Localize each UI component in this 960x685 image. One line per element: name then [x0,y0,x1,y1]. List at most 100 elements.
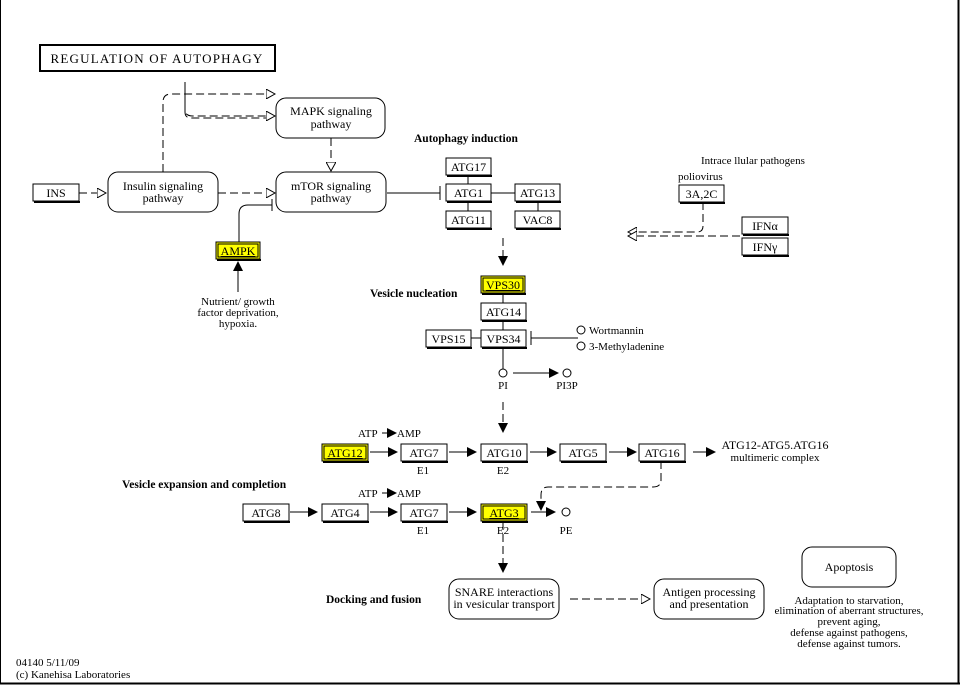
compound-wortmannin[interactable] [576,325,586,335]
gene-atg3[interactable]: ATG3 [480,503,528,523]
gene-label: IFNα [752,219,778,233]
mapk-label-1: MAPK signaling [290,104,372,118]
section-docking-fusion: Docking and fusion [326,594,422,606]
diagram-title: REGULATION OF AUTOPHAGY [39,44,276,72]
gene-label: ATG10 [486,446,521,460]
gene-label: ATG8 [251,506,280,520]
pathway-insulin[interactable]: Insulin signaling pathway [107,171,219,213]
antigen-label-2: and presentation [670,597,749,611]
gene-label: VPS34 [486,332,520,346]
edge-atg16-pe [536,461,662,511]
mtor-label-1: mTOR signaling [291,179,371,193]
pathway-antigen[interactable]: Antigen processing and presentation [653,578,765,620]
gene-label: ATG17 [451,160,486,174]
gene-box-inner-border [217,243,259,258]
gene-atg11[interactable]: ATG11 [445,210,492,230]
gene-label: 3A,2C [686,187,718,201]
label-pe: PE [560,525,573,537]
label-atp-1: ATP [358,428,378,440]
gene-atg4[interactable]: ATG4 [321,503,369,523]
section-autophagy-induction: Autophagy induction [414,133,518,145]
gene-label: IFNγ [753,240,778,254]
gene-label: AMPK [221,244,256,258]
outcome-line-5: defense against tumors. [797,638,901,650]
edge-insulin-mapk [162,94,275,172]
gene-atg17[interactable]: ATG17 [445,157,492,177]
gene-label: ATG1 [454,186,483,200]
label-atp-2: ATP [358,488,378,500]
label-nutrient-3: hypoxia. [219,318,257,330]
gene-a3a2c[interactable]: 3A,2C [678,184,725,204]
section-vesicle-nucleation: Vesicle nucleation [370,288,458,300]
compound-pe[interactable] [561,507,571,517]
pathway-mapk[interactable]: MAPK signaling pathway [275,97,386,139]
section-vesicle-expansion: Vesicle expansion and completion [122,479,287,491]
gene-ifna[interactable]: IFNα [741,216,789,236]
label-3-methyladenine: 3-Methyladenine [589,341,664,353]
gene-atg13[interactable]: ATG13 [514,183,561,203]
gene-ins[interactable]: INS [32,183,80,203]
gene-label: ATG12 [327,446,362,460]
gene-vac8[interactable]: VAC8 [514,210,561,230]
label-nutrient-2: factor deprivation, [197,307,278,319]
gene-atg16[interactable]: ATG16 [638,443,686,463]
gene-atg7a[interactable]: ATG7 [400,443,448,463]
gene-vps34[interactable]: VPS34 [480,329,527,349]
antigen-label-1: Antigen processing [663,585,756,599]
gene-atg1[interactable]: ATG1 [445,183,492,203]
compound-pi[interactable] [498,368,508,378]
label-amp-1: AMP [397,428,421,440]
edge-top-mapk [184,90,275,116]
gene-box-inner-border [482,505,526,520]
gene-box-inner-border [323,445,367,460]
gene-vps15[interactable]: VPS15 [425,329,472,349]
section-intracellular-pathogens: Intrace llular pathogens [701,155,805,167]
gene-label: ATG14 [486,305,521,319]
gene-label: ATG4 [330,506,359,520]
gene-label: ATG11 [451,213,486,227]
pathway-snare[interactable]: SNARE interactions in vesicular transpor… [448,578,560,620]
label-e1-a: E1 [417,465,429,477]
gene-atg12[interactable]: ATG12 [321,443,369,463]
gene-label: ATG16 [644,446,679,460]
footer-copyright: (c) Kanehisa Laboratories [16,669,130,681]
label-wortmannin: Wortmannin [589,325,644,337]
gene-ampk[interactable]: AMPK [215,241,261,261]
gene-label: ATG5 [568,446,597,460]
mapk-label-2: pathway [311,117,352,131]
pathway-apoptosis[interactable]: Apoptosis [801,546,897,588]
pathway-mtor[interactable]: mTOR signaling pathway [275,171,387,213]
compound-pi3p[interactable] [562,368,572,378]
gene-label: INS [46,186,65,200]
edge-poliovirus [628,202,704,232]
gene-atg10[interactable]: ATG10 [480,443,528,463]
gene-atg14[interactable]: ATG14 [480,302,527,322]
label-poliovirus: poliovirus [678,171,723,183]
footer-id-date: 04140 5/11/09 [16,657,80,669]
label-pi: PI [498,380,508,392]
gene-atg7b[interactable]: ATG7 [400,503,448,523]
snare-label-1: SNARE interactions [455,585,554,599]
gene-atg8[interactable]: ATG8 [242,503,290,523]
gene-label: VAC8 [523,213,553,227]
label-nutrient-1: Nutrient/ growth [201,296,275,308]
gene-label: ATG3 [489,506,518,520]
snare-label-2: in vesicular transport [453,597,555,611]
compound-3-methyladenine[interactable] [576,341,586,351]
gene-vps30[interactable]: VPS30 [480,275,526,295]
label-pi3p: PI3P [556,380,577,392]
title-text: REGULATION OF AUTOPHAGY [51,51,264,66]
label-complex-2: multimeric complex [731,452,820,464]
edge-top-mapk-a [184,82,275,119]
gene-ifng[interactable]: IFNγ [741,237,789,257]
gene-label: ATG13 [520,186,555,200]
outcome-line-4: defense against pathogens, [790,627,908,639]
edge-ampk-mtor [238,204,272,242]
label-complex-1: ATG12-ATG5.ATG16 [722,438,829,452]
gene-atg5[interactable]: ATG5 [559,443,607,463]
label-e2-b: E2 [497,525,509,537]
insulin-label-2: pathway [143,191,184,205]
gene-label: ATG7 [409,506,438,520]
